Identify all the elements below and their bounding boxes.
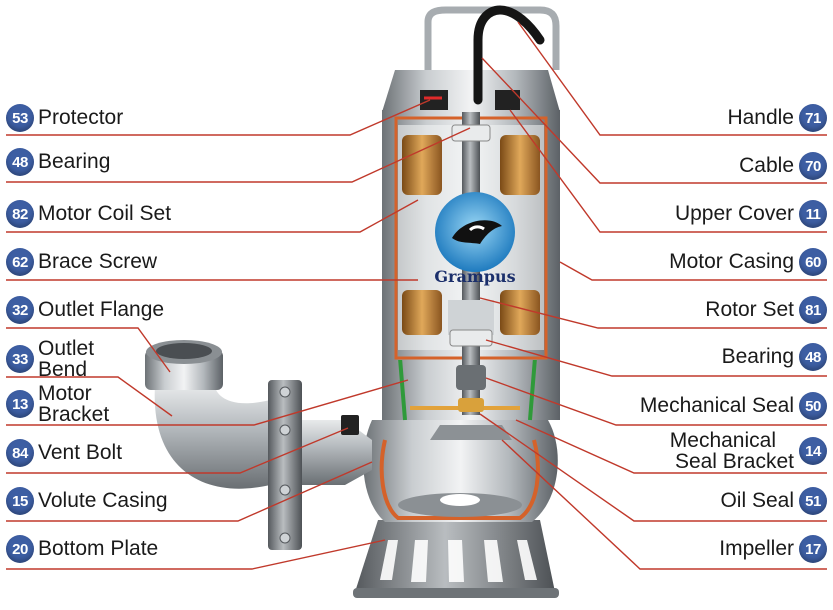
label-bearing-lower: 48 Bearing: [722, 342, 827, 372]
upper-bearing: [451, 124, 491, 142]
part-number-badge: 14: [799, 437, 827, 465]
part-number-badge: 11: [799, 200, 827, 228]
label-mechanical-seal-bracket: 14 Mechanical Seal Bracket: [670, 430, 827, 472]
part-number-badge: 32: [6, 296, 34, 324]
part-name: Protector: [38, 106, 124, 129]
part-number-badge: 48: [799, 343, 827, 371]
part-name: Bearing: [721, 345, 794, 368]
label-motor-casing: 60 Motor Casing: [669, 247, 827, 277]
part-name-line1: Mechanical: [669, 429, 776, 452]
lower-bearing: [449, 329, 493, 347]
motor-coil-set: [402, 135, 540, 335]
part-name: Mechanical Seal: [639, 394, 794, 417]
label-motor-coil-set: 82 Motor Coil Set: [6, 199, 171, 229]
label-vent-bolt: 84 Vent Bolt: [6, 438, 122, 468]
label-oil-seal: 51 Oil Seal: [720, 486, 827, 516]
part-name: Motor Casing: [669, 250, 794, 273]
part-name: Volute Casing: [38, 489, 168, 512]
part-name-line2: Bracket: [38, 403, 110, 426]
logo-text: Grampus: [434, 267, 515, 286]
label-outlet-bend: 33 Outlet Bend: [6, 337, 95, 381]
part-name: Outlet Flange: [38, 298, 165, 321]
part-number-badge: 51: [799, 487, 827, 515]
part-name: Cable: [739, 154, 794, 177]
outlet-flange: [268, 380, 302, 550]
part-name: Upper Cover: [674, 202, 794, 225]
label-protector: 53 Protector: [6, 103, 123, 133]
part-name: Handle: [727, 106, 794, 129]
part-number-badge: 60: [799, 248, 827, 276]
part-name-line1: Motor: [38, 382, 92, 405]
label-brace-screw: 62 Brace Screw: [6, 247, 157, 277]
cable: [473, 5, 545, 105]
part-number-badge: 70: [799, 152, 827, 180]
part-name-line2: Seal Bracket: [674, 450, 794, 473]
part-number-badge: 71: [799, 104, 827, 132]
part-number-badge: 48: [6, 148, 34, 176]
part-number-badge: 17: [799, 535, 827, 563]
vent-bolt: [341, 415, 359, 435]
label-volute-casing: 15 Volute Casing: [6, 486, 168, 516]
oil-seal: [458, 398, 484, 412]
part-name: Rotor Set: [705, 298, 794, 321]
label-impeller: 17 Impeller: [719, 534, 827, 564]
label-upper-cover: 11 Upper Cover: [675, 199, 827, 229]
part-number-badge: 33: [6, 345, 34, 373]
part-name: Motor Coil Set: [38, 202, 172, 225]
part-name: Vent Bolt: [38, 441, 123, 464]
label-motor-bracket: 13 Motor Bracket: [6, 382, 110, 426]
label-outlet-flange: 32 Outlet Flange: [6, 295, 164, 325]
label-rotor-set: 81 Rotor Set: [705, 295, 827, 325]
label-cable: 70 Cable: [739, 151, 827, 181]
part-number-badge: 81: [799, 296, 827, 324]
part-number-badge: 50: [799, 392, 827, 420]
leader-lines: [6, 21, 827, 570]
part-number-badge: 13: [6, 390, 34, 418]
part-name-line1: Outlet: [38, 337, 95, 360]
label-bottom-plate: 20 Bottom Plate: [6, 534, 158, 564]
grampus-logo: Grampus: [434, 192, 516, 286]
part-number-badge: 62: [6, 248, 34, 276]
part-number-badge: 84: [6, 439, 34, 467]
part-number-badge: 15: [6, 487, 34, 515]
part-name: Brace Screw: [38, 250, 158, 273]
label-handle: 71 Handle: [727, 103, 827, 133]
part-number-badge: 53: [6, 104, 34, 132]
label-mechanical-seal: 50 Mechanical Seal: [640, 391, 827, 421]
impeller: [430, 425, 512, 440]
part-name: Oil Seal: [720, 489, 794, 512]
label-bearing-upper: 48 Bearing: [6, 147, 110, 177]
part-name: Bearing: [38, 150, 111, 173]
part-name-line2: Bend: [38, 358, 88, 381]
part-number-badge: 20: [6, 535, 34, 563]
upper-cover: [382, 70, 560, 112]
part-name: Impeller: [719, 537, 794, 560]
mechanical-seal: [456, 365, 486, 390]
volute-casing: [363, 420, 558, 522]
outlet-bend: [145, 340, 372, 489]
bottom-plate: [353, 520, 559, 598]
part-name: Bottom Plate: [38, 537, 159, 560]
part-number-badge: 82: [6, 200, 34, 228]
